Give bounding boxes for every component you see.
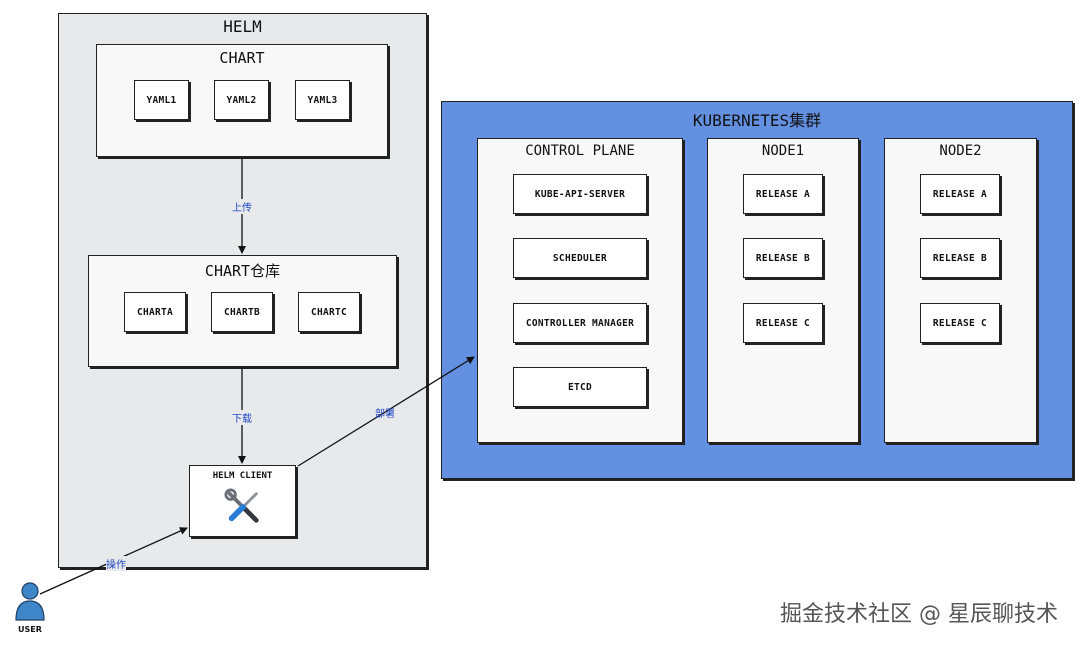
edge-label-upload: 上传: [232, 199, 252, 214]
repo-item-chartb[interactable]: CHARTB: [211, 292, 273, 332]
repo-item-charta[interactable]: CHARTA: [124, 292, 186, 332]
edge-label-download: 下载: [232, 410, 252, 425]
node1-release-c[interactable]: RELEASE C: [743, 303, 823, 343]
chart-title: CHART: [219, 49, 265, 67]
repo-item-chartc[interactable]: CHARTC: [298, 292, 360, 332]
node2-release-c[interactable]: RELEASE C: [920, 303, 1000, 343]
helm-title: HELM: [223, 17, 262, 36]
chart-item-yaml2[interactable]: YAML2: [214, 80, 269, 120]
cp-item-controller-manager[interactable]: CONTROLLER MANAGER: [513, 303, 647, 343]
chart-item-yaml1[interactable]: YAML1: [134, 80, 189, 120]
edge-label-deploy: 部署: [375, 409, 395, 420]
node1-release-b[interactable]: RELEASE B: [743, 238, 823, 278]
cp-item-etcd[interactable]: ETCD: [513, 367, 647, 407]
helm-client-title: HELM CLIENT: [212, 471, 273, 481]
edge-label-operate: 操作: [106, 556, 126, 571]
node2-group: NODE2: [884, 138, 1037, 443]
user-icon[interactable]: [14, 580, 46, 622]
cp-item-kube-api-server[interactable]: KUBE-API-SERVER: [513, 174, 647, 214]
cp-item-scheduler[interactable]: SCHEDULER: [513, 238, 647, 278]
node1-title: NODE1: [761, 143, 805, 159]
node1-release-a[interactable]: RELEASE A: [743, 174, 823, 214]
helm-client-box[interactable]: HELM CLIENT: [189, 465, 296, 537]
node2-release-b[interactable]: RELEASE B: [920, 238, 1000, 278]
tools-icon: [224, 488, 262, 526]
watermark: 掘金技术社区 @ 星辰聊技术: [780, 602, 1058, 627]
user-label: USER: [18, 625, 42, 634]
node2-release-a[interactable]: RELEASE A: [920, 174, 1000, 214]
chart-item-yaml3[interactable]: YAML3: [295, 80, 350, 120]
chart-repo-title: CHART仓库: [204, 262, 281, 280]
node2-title: NODE2: [939, 143, 982, 159]
kubernetes-title: KUBERNETES集群: [692, 111, 822, 130]
control-plane-title: CONTROL PLANE: [525, 143, 635, 159]
